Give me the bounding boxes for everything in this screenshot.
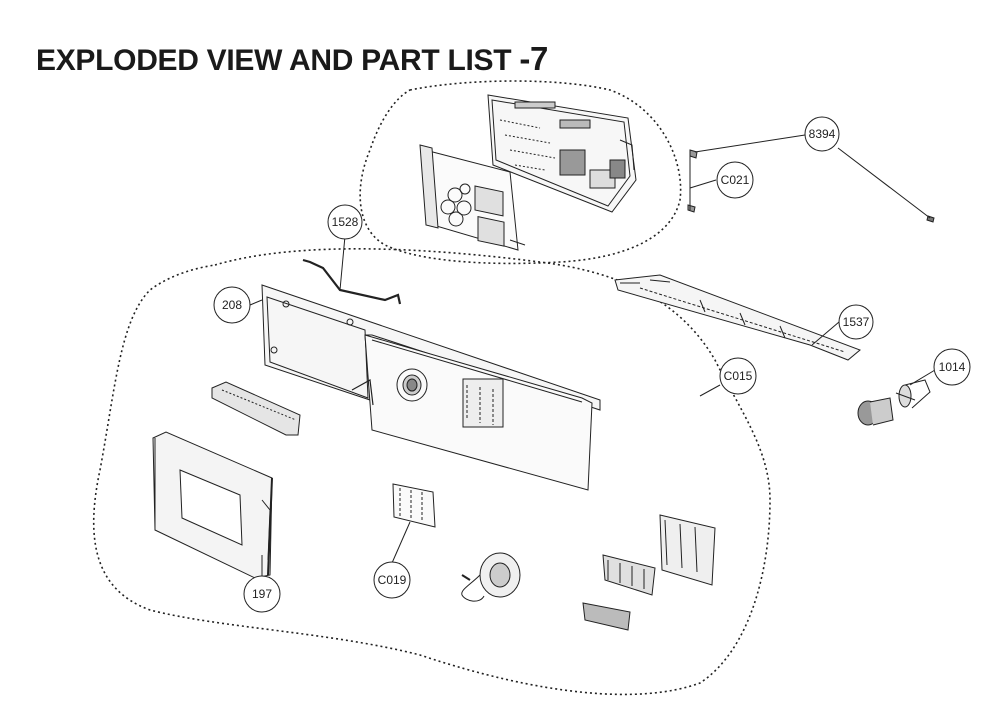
- callout-197-label: 197: [252, 587, 272, 601]
- encoder-part: [461, 552, 521, 602]
- callout-208-label: 208: [222, 298, 242, 312]
- detergent-drawer-197: [152, 431, 273, 579]
- callout-197: 197: [243, 575, 281, 613]
- callout-1537-label: 1537: [843, 315, 870, 329]
- page-title: EXPLODED VIEW AND PART LIST -7: [36, 40, 548, 78]
- callout-c021: C021: [716, 161, 754, 199]
- drawer-bracket: [211, 381, 301, 436]
- trim-strip-1537: [614, 274, 861, 361]
- group-outline-pcb: [359, 80, 682, 265]
- button-assembly-right: [582, 514, 716, 631]
- callout-c021-label: C021: [721, 173, 750, 187]
- main-pcb-board: [487, 94, 637, 213]
- button-grid-c019: [392, 483, 436, 528]
- callout-c015: C015: [719, 357, 757, 395]
- knob-part-1014: [857, 379, 931, 426]
- title-number: -7: [519, 40, 549, 77]
- title-text: EXPLODED VIEW AND PART LIST: [36, 44, 512, 77]
- callout-8394-label: 8394: [809, 127, 836, 141]
- hook-wire-1528: [302, 258, 402, 305]
- callout-c015-label: C015: [724, 369, 753, 383]
- callout-208: 208: [213, 286, 251, 324]
- callout-1528-label: 1528: [332, 215, 359, 229]
- group-outline-control-panel: [92, 248, 771, 696]
- callout-1528: 1528: [327, 204, 363, 240]
- callout-8394: 8394: [804, 116, 840, 152]
- callout-c019: C019: [373, 561, 411, 599]
- callout-1537: 1537: [838, 304, 874, 340]
- callout-1014: 1014: [933, 348, 971, 386]
- decor-panel-c015: [351, 334, 593, 491]
- callout-c019-label: C019: [378, 573, 407, 587]
- leader-lines: [249, 134, 936, 580]
- display-pcb-board: [419, 144, 526, 251]
- callout-1014-label: 1014: [939, 360, 966, 374]
